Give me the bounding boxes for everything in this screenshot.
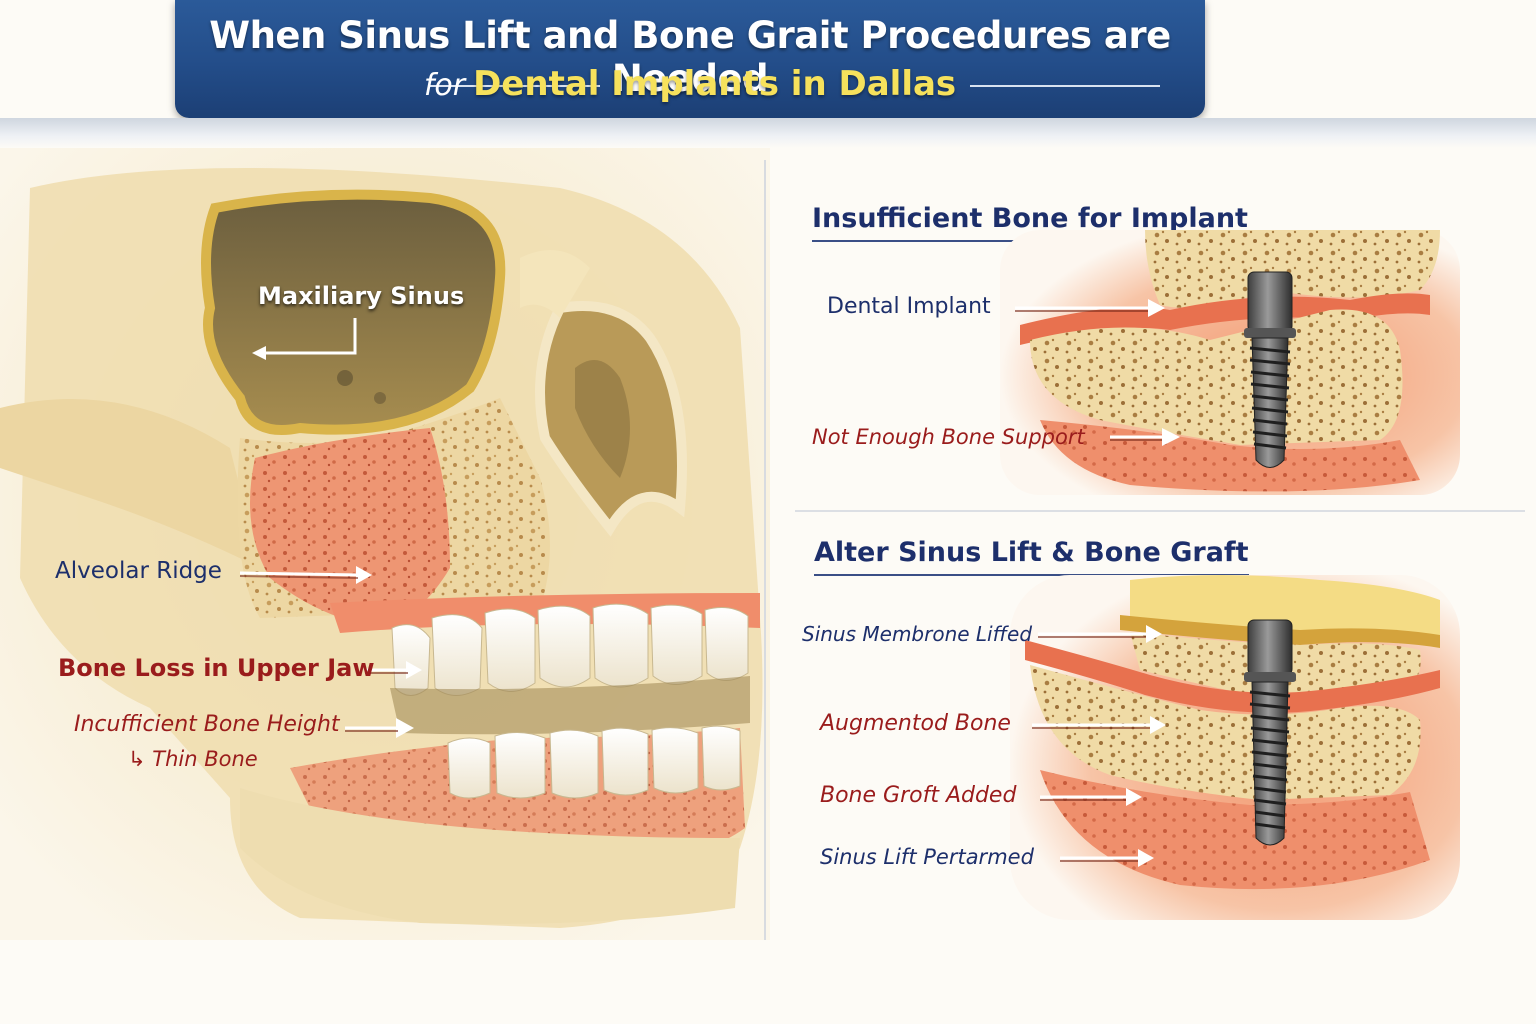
header-divider-band bbox=[0, 118, 1536, 148]
subtitle-rule-left bbox=[430, 85, 600, 87]
subtitle-location: Dental Implants in Dallas bbox=[473, 64, 957, 104]
implant-top bbox=[1244, 271, 1296, 468]
label-alveolar-ridge: Alveolar Ridge bbox=[55, 558, 222, 584]
bottom-right-arrows bbox=[1032, 625, 1166, 867]
panel-title-after-graft: Alter Sinus Lift & Bone Graft bbox=[814, 537, 1249, 576]
label-insufficient-height: Incufficient Bone Height bbox=[74, 712, 340, 737]
thin-bone-text: Thin Bone bbox=[152, 747, 258, 771]
label-not-enough-bone: Not Enough Bone Support bbox=[812, 425, 1085, 449]
left-arrows bbox=[239, 566, 422, 738]
page-title: When Sinus Lift and Bone Grait Procedure… bbox=[209, 14, 1171, 100]
label-thin-bone: ↳ Thin Bone bbox=[128, 747, 258, 771]
implant-bottom bbox=[1244, 619, 1296, 846]
lower-teeth bbox=[447, 725, 741, 799]
skull-illustration bbox=[0, 148, 770, 940]
upper-teeth bbox=[391, 603, 749, 696]
center-divider bbox=[764, 160, 766, 940]
label-dental-implant: Dental Implant bbox=[827, 294, 991, 319]
sinus-lift-illustration bbox=[1010, 575, 1460, 920]
label-augmented-bone: Augmentod Bone bbox=[820, 711, 1011, 736]
header-banner: When Sinus Lift and Bone Grait Procedure… bbox=[175, 0, 1205, 118]
label-bone-graft: Bone Groft Added bbox=[820, 783, 1017, 808]
subtitle-for: for bbox=[423, 68, 466, 103]
label-bone-loss: Bone Loss in Upper Jaw bbox=[58, 654, 375, 682]
panel-divider bbox=[795, 510, 1525, 512]
subtitle-rule-right bbox=[970, 85, 1160, 87]
thin-bone-bullet-icon: ↳ bbox=[128, 747, 153, 771]
label-sinus-lift: Sinus Lift Pertarmed bbox=[820, 845, 1034, 869]
insufficient-bone-illustration bbox=[1000, 230, 1460, 495]
top-right-arrows bbox=[1015, 299, 1180, 446]
label-maxillary-sinus: Maxiliary Sinus bbox=[258, 282, 465, 310]
label-membrane-lifted: Sinus Membrone Liffed bbox=[802, 622, 1033, 646]
